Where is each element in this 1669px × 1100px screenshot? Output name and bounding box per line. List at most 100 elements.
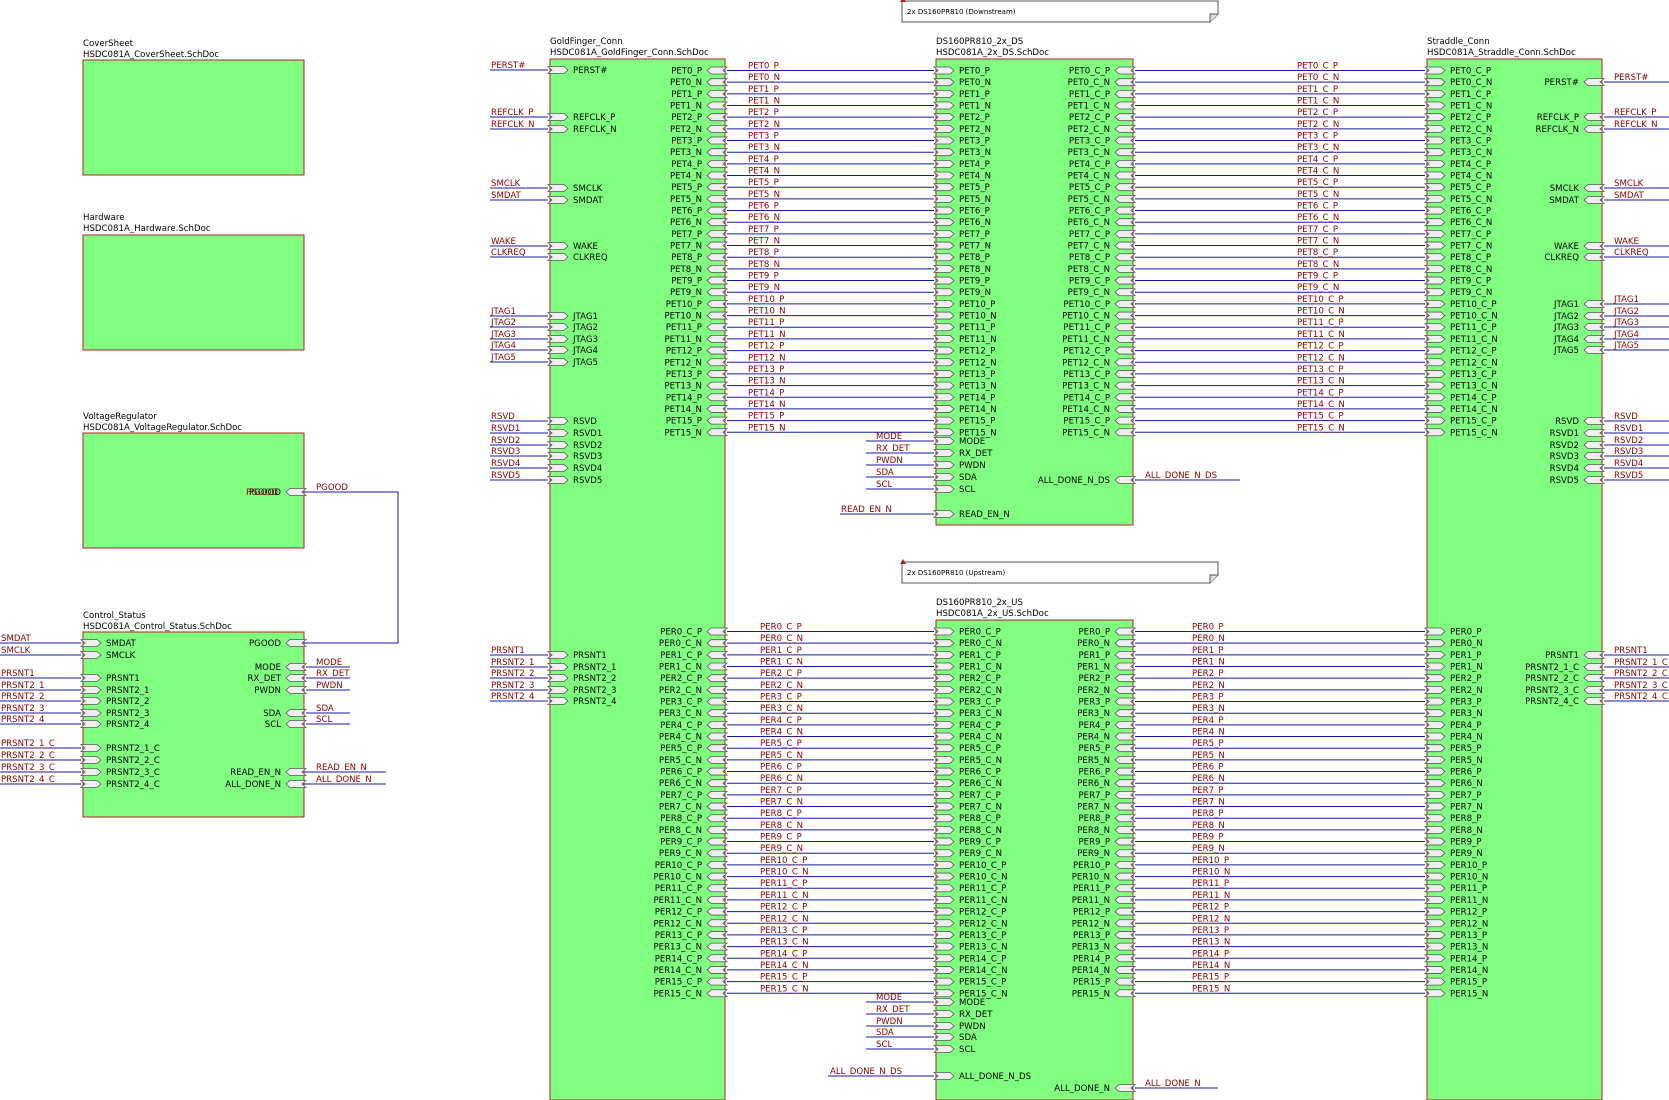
sheet-entry-port — [706, 358, 729, 367]
port-label: PET6_N — [670, 218, 702, 228]
sheet-coversheet[interactable]: CoverSheet HSDC081A_CoverSheet.SchDoc — [82, 39, 305, 176]
port-label: PER12_C_P — [655, 908, 702, 918]
net-label: PER5_P — [1192, 739, 1224, 749]
net-label: PER4_P — [1192, 716, 1224, 726]
sheet-entry-port — [1114, 674, 1137, 683]
port-label: PET1_P — [959, 90, 990, 100]
sheet-entry-port — [932, 744, 955, 753]
sheet-entry-port — [1114, 732, 1137, 741]
port-label: PET0_C_N — [1068, 78, 1110, 88]
net-label: PET14_C_P — [1297, 388, 1344, 398]
sheet-hardware[interactable]: Hardware HSDC081A_Hardware.SchDoc — [82, 213, 305, 351]
net-label: CLKREQ — [491, 248, 526, 258]
note-upstream: 2x DS160PR810 (Upstream) — [900, 559, 1219, 584]
sheet-entry-port — [932, 919, 955, 928]
sheet-control-status[interactable]: Control_Status HSDC081A_Control_Status.S… — [82, 611, 305, 818]
sheet-entry-port — [1423, 685, 1446, 694]
port-label: PET10_C_P — [1450, 300, 1497, 310]
net-label: PET5_P — [748, 178, 779, 188]
sheet-entry-port — [1423, 276, 1446, 285]
net-label: PER15_C_P — [760, 973, 807, 983]
port-label: PET7_C_N — [1068, 242, 1110, 252]
sheet-name: GoldFinger_Conn — [550, 37, 623, 47]
sheet-entry-port — [1583, 651, 1606, 659]
net-label: SMCLK — [491, 179, 521, 189]
sheet-entry-port — [706, 206, 729, 215]
sheet-file: HSDC081A_2x_DS.SchDoc — [936, 48, 1049, 58]
port-label: PET6_P — [671, 207, 702, 217]
sheet-entry-port — [706, 755, 729, 764]
port-label: PRSNT2_3_C — [106, 768, 160, 778]
port-label: PET5_P — [959, 183, 990, 193]
sheet-entry-port — [1583, 242, 1606, 250]
sheet-entry-port — [1423, 171, 1446, 180]
port-label: PER8_N — [1077, 826, 1110, 836]
port-label: PET6_C_P — [1450, 207, 1491, 217]
port-label: PET12_C_P — [1063, 347, 1110, 357]
sheet-entry-port — [1423, 101, 1446, 110]
net-label: RSVD — [1614, 412, 1638, 422]
sheet-voltageregulator[interactable]: VoltageRegulator HSDC081A_VoltageRegulat… — [82, 412, 305, 549]
net-label: RSVD4 — [491, 459, 520, 469]
net-label: JTAG5 — [490, 353, 516, 363]
sheet-entry-port — [932, 1033, 955, 1041]
sheet-entry-port — [932, 1072, 955, 1080]
port-label: PER8_P — [1078, 814, 1110, 824]
net-label: RSVD2 — [1614, 436, 1643, 446]
net-label: RSVD4 — [1614, 459, 1643, 469]
net-label: REFCLK_N — [491, 120, 535, 130]
net-label: JTAG3 — [1613, 318, 1639, 328]
sheet-entry-port — [1114, 194, 1137, 203]
net-label: PET7_C_P — [1297, 225, 1338, 235]
port-label: PER11_N — [1072, 896, 1110, 906]
net-label: PET11_C_N — [1297, 330, 1345, 340]
net-label: PET5_N — [748, 190, 780, 200]
net-label: PET3_P — [748, 132, 779, 142]
sheet-ds160pr810-2x-ds[interactable]: DS160PR810_2x_DS HSDC081A_2x_DS.SchDoc — [935, 37, 1134, 526]
net-label: PRSNT1 — [491, 646, 525, 656]
sheet-entry-port — [932, 639, 955, 648]
port-label: RX_DET — [959, 1010, 993, 1020]
port-label: PET13_P — [959, 370, 995, 380]
sheet-entry-port — [1114, 206, 1137, 215]
sheet-entry-port — [79, 674, 102, 682]
net-label: PET8_P — [748, 248, 779, 258]
net-label: PER2_C_P — [760, 669, 802, 679]
port-label: PER4_C_P — [660, 721, 702, 731]
sheet-entry-port — [285, 686, 308, 694]
port-label: PET7_C_N — [1450, 242, 1492, 252]
port-label: PER13_P — [1073, 931, 1110, 941]
sheet-entry-port — [1423, 954, 1446, 963]
sheet-entry-port — [79, 651, 102, 659]
net-label: PER15_P — [1192, 973, 1229, 983]
net-label: MODE — [876, 993, 902, 1003]
sheet-entry-port — [706, 627, 729, 636]
net-label: PET10_P — [748, 295, 784, 305]
port-label: PET0_C_P — [1069, 67, 1110, 77]
sheet-entry-port — [932, 849, 955, 858]
sheet-entry-port — [932, 650, 955, 659]
net-label: SCL — [876, 480, 892, 490]
sheet-entry-port — [1423, 124, 1446, 133]
port-label: PET11_C_N — [1450, 335, 1498, 345]
net-label: ALL_DONE_N_DS — [1145, 471, 1217, 481]
port-label: RSVD — [573, 417, 597, 427]
sheet-entry-port — [1423, 837, 1446, 846]
port-label: PER0_C_N — [959, 639, 1002, 649]
port-label: PER7_N — [1450, 803, 1483, 813]
sheet-entry-port — [1114, 416, 1137, 425]
port-label: PER2_N — [1077, 686, 1110, 696]
sheet-entry-port — [1114, 650, 1137, 659]
sheet-ds160pr810-2x-us[interactable]: DS160PR810_2x_US HSDC081A_2x_US.SchDoc — [935, 598, 1134, 1100]
sheet-entry-port — [706, 697, 729, 706]
sheet-straddle-conn[interactable]: Straddle_Conn HSDC081A_Straddle_Conn.Sch… — [1426, 37, 1603, 1100]
net-label: PER11_P — [1192, 879, 1229, 889]
sheet-goldfinger-conn[interactable]: GoldFinger_Conn HSDC081A_GoldFinger_Conn… — [549, 37, 726, 1100]
port-label: PER14_N — [1450, 966, 1488, 976]
port-label: PER10_C_N — [959, 873, 1008, 883]
port-label: PET15_C_P — [1450, 417, 1497, 427]
port-label: PET14_C_P — [1063, 393, 1110, 403]
port-label: PET3_C_N — [1068, 148, 1110, 158]
sheet-name: CoverSheet — [83, 39, 134, 49]
sheet-entry-port — [1114, 276, 1137, 285]
